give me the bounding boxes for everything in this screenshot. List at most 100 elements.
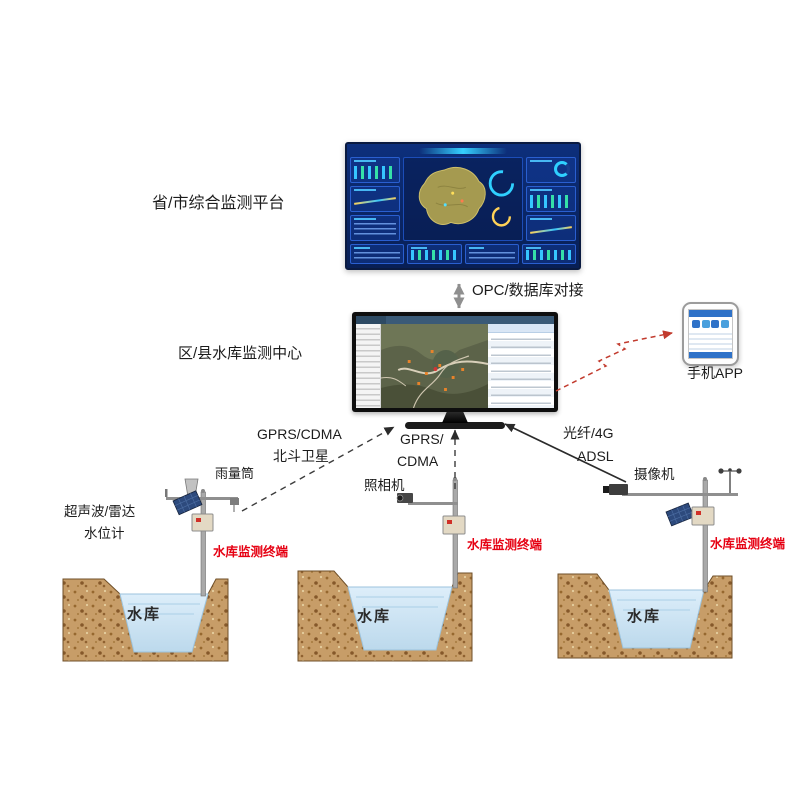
water-level-gauge-label-line2: 水位计 [84, 526, 125, 541]
station-crossarm [408, 502, 458, 505]
phone-app-icon [691, 319, 700, 328]
map-road [412, 355, 470, 408]
link-middle-label-line2: CDMA [397, 453, 439, 469]
dashboard-footer-panel [407, 244, 462, 264]
map-marker-dot [460, 199, 464, 203]
camera-mount [621, 490, 626, 496]
county-center-label: 区/县水库监测中心 [178, 345, 303, 362]
map-patch [432, 350, 460, 378]
terminal-box-badge [696, 511, 701, 515]
station-crossarm [166, 497, 238, 500]
mobile-phone [682, 302, 739, 366]
reservoir-label-left: 水库 [127, 606, 162, 623]
monitor-stand-neck [442, 412, 468, 423]
county-monitor [352, 312, 558, 429]
water-level-gauge-label-line1: 超声波/雷达 [64, 504, 136, 519]
phone-app-footer [689, 352, 732, 358]
terminal-box-badge [196, 518, 201, 522]
monitor-table-header [488, 324, 554, 333]
dashboard-footer-panel [464, 244, 519, 264]
dashboard-map-svg [418, 166, 515, 227]
opc-link-label: OPC/数据库对接 [472, 282, 584, 299]
pole-cap [201, 489, 205, 493]
photo-camera-icon [397, 493, 413, 503]
phone-app-icon [701, 319, 710, 328]
monitor-toolbar [356, 316, 554, 324]
terminal-label-left: 水库监测终端 [213, 545, 289, 559]
solar-panel-icon [172, 490, 203, 516]
monitor-satellite-map [381, 324, 488, 408]
terminal-box [442, 515, 466, 535]
pole-cap [453, 477, 457, 481]
terminal-label-middle: 水库监测终端 [467, 538, 543, 552]
link-right-label-line1: 光纤/4G [563, 425, 614, 441]
dashboard-body [347, 157, 579, 241]
station-pole [200, 491, 206, 597]
phone-app-header [689, 310, 732, 317]
link-right-label-line2: ADSL [577, 448, 614, 464]
anemometer-cup [728, 468, 732, 472]
monitor-data-table [488, 324, 554, 408]
dashboard-panel-bars [350, 157, 400, 183]
dashboard-title-bar [419, 147, 507, 154]
reservoir-label-middle: 水库 [357, 608, 392, 625]
monitor-screen-content [356, 316, 554, 408]
dashboard-footer [347, 241, 579, 267]
monitor-body [356, 324, 554, 408]
dashboard-footer-panel [521, 244, 576, 264]
dashboard-panel-list [350, 215, 400, 241]
phone-app-icons [689, 317, 732, 330]
map-alert-dot [433, 367, 438, 371]
monitor-layer-panel [356, 324, 381, 408]
dashboard-header [347, 144, 579, 157]
gauge-ring-yellow [491, 206, 511, 227]
phone-app-icon [721, 319, 730, 328]
pole-cap [703, 477, 707, 481]
dashboard-map-panel [403, 157, 523, 241]
station-pole [452, 479, 458, 589]
station-crossarm [622, 493, 738, 496]
dashboard-panel-line [350, 186, 400, 212]
rain-gauge-label: 雨量筒 [215, 466, 255, 481]
dashboard-panel-ring [526, 157, 576, 183]
dashboard-footer-panel [350, 244, 405, 264]
arm-tip-sensor [165, 489, 168, 497]
dashboard-panel-bars [526, 186, 576, 212]
map-patch [381, 384, 488, 408]
monitor-table-rows [488, 333, 554, 408]
anemometer-cup [718, 468, 724, 474]
map-patch [381, 324, 488, 361]
phone-screen [688, 309, 733, 359]
map-station-markers [407, 350, 465, 391]
phone-app-icon [711, 319, 720, 328]
dashboard-right-column [526, 157, 576, 241]
monitor-stand-base [405, 422, 505, 429]
terminal-label-right: 水库监测终端 [710, 537, 786, 551]
station-right [603, 468, 742, 593]
platform-label: 省/市综合监测平台 [152, 195, 285, 212]
camera-lens [396, 494, 404, 502]
map-marker-dot [451, 191, 455, 195]
phone-app-list [689, 330, 732, 352]
photo-camera-label: 照相机 [364, 478, 405, 493]
ultrasonic-sensor-icon [230, 498, 239, 505]
map-road [381, 377, 407, 387]
station-middle [396, 477, 466, 589]
station-left [165, 478, 239, 597]
province-map-shape [418, 166, 486, 225]
video-camera-label: 摄像机 [634, 467, 675, 482]
video-camera-icon [609, 484, 628, 495]
rain-gauge-icon [184, 478, 199, 495]
reservoir-label-right: 水库 [627, 608, 662, 625]
map-marker-dot [443, 203, 447, 207]
map-road [397, 360, 488, 375]
terminal-box [691, 506, 715, 526]
gauge-ring-blue [488, 170, 515, 197]
phone-app-arrow [555, 330, 673, 392]
station-pole [702, 479, 708, 593]
terminal-box [191, 513, 214, 532]
link-left-label-line1: GPRS/CDMA [257, 426, 342, 442]
dashboard-panel-line [526, 215, 576, 241]
province-map-roads [435, 185, 468, 208]
